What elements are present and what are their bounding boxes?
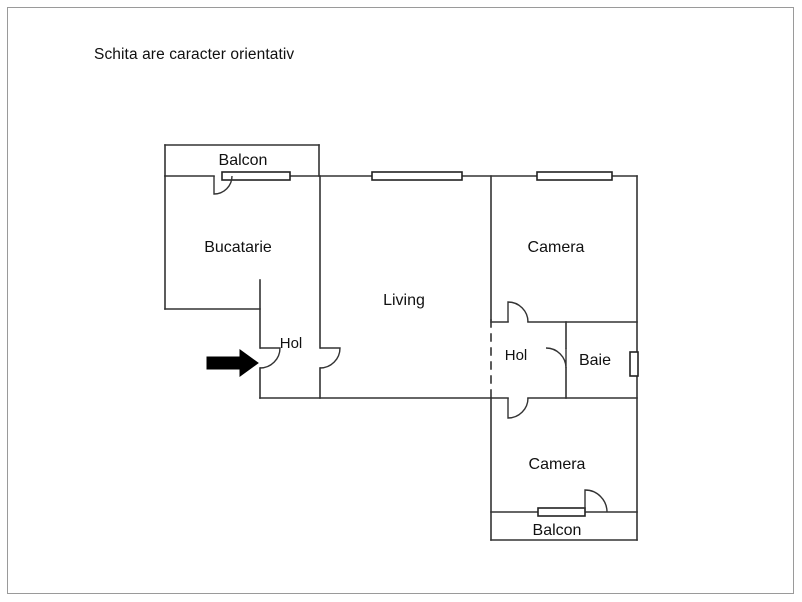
- page-border: [7, 7, 794, 594]
- window-balcon-top: [221, 171, 291, 181]
- door-living-hol: [319, 347, 341, 369]
- room-label-hol-left: Hol: [280, 335, 303, 352]
- window-living: [371, 171, 463, 181]
- room-label-balcon-top: Balcon: [219, 152, 268, 169]
- room-label-balcon-bottom: Balcon: [533, 522, 582, 539]
- window-balcon-bottom: [537, 507, 586, 517]
- door-camera-bottom: [507, 397, 529, 419]
- window-camera-top: [536, 171, 613, 181]
- door-balcon-bottom: [584, 489, 608, 513]
- room-label-baie: Baie: [579, 352, 611, 369]
- room-label-camera-top: Camera: [528, 239, 585, 256]
- room-label-bucatarie: Bucatarie: [204, 239, 272, 256]
- windows-group: [221, 171, 639, 517]
- door-balcon-top: [213, 175, 233, 195]
- door-camera-top: [507, 301, 529, 323]
- plan-disclaimer-note: Schita are caracter orientativ: [94, 46, 295, 63]
- door-baie: [545, 347, 567, 369]
- door-entrance: [259, 347, 281, 369]
- room-label-living: Living: [383, 292, 425, 309]
- window-baie: [629, 351, 639, 377]
- walls-group: [164, 144, 638, 541]
- doors-group: [213, 175, 608, 513]
- room-label-hol-right: Hol: [505, 347, 528, 364]
- room-label-camera-bottom: Camera: [529, 456, 586, 473]
- entrance-arrow: [206, 349, 259, 377]
